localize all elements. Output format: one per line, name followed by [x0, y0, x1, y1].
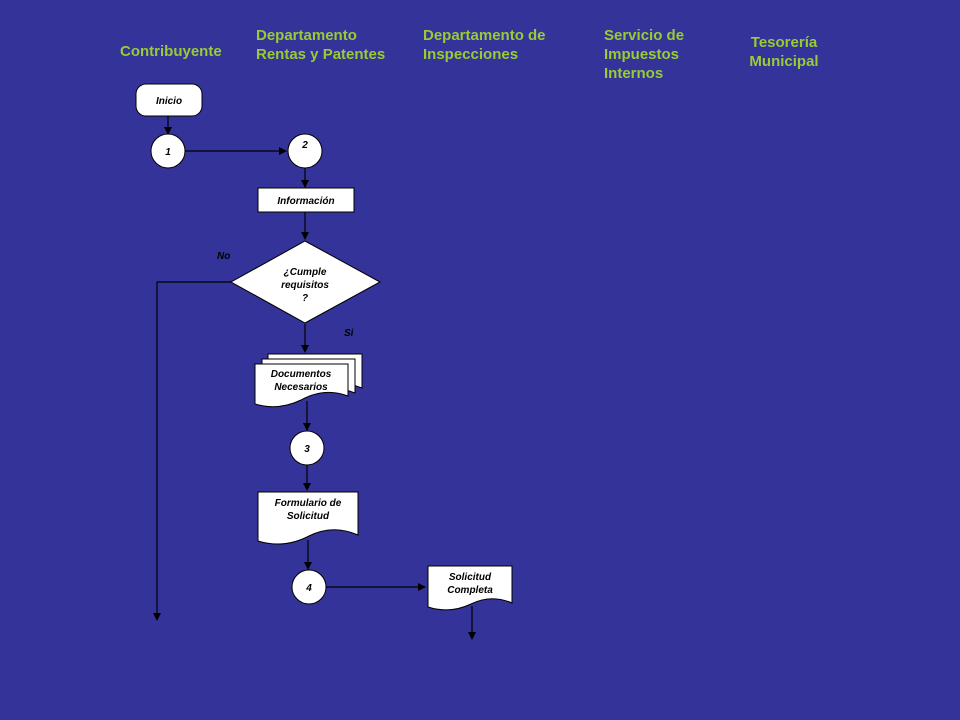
node-inicio-label: Inicio [156, 96, 182, 107]
formulario-label-line-1: Formulario de [275, 498, 342, 509]
connector-4: 4 [291, 569, 327, 605]
connector-3-label: 3 [304, 444, 310, 455]
node-informacion-label: Información [277, 196, 334, 207]
lane-title-inspecciones: Departamento de Inspecciones [423, 27, 546, 63]
decision-label-line-2: requisitos [281, 280, 329, 291]
connector-2: 2 [287, 133, 323, 169]
connector-2-label: 2 [301, 140, 308, 151]
edges [153, 116, 476, 640]
node-solicitud-completa: Solicitud Completa [427, 565, 513, 611]
documentos-label-line-2: Necesarios [274, 382, 328, 393]
connector-4-label: 4 [305, 583, 312, 594]
node-formulario-solicitud: Formulario de Solicitud [257, 491, 359, 545]
lane-title-tesoreria: Tesorería Municipal [749, 34, 819, 70]
formulario-label-line-2: Solicitud [287, 511, 330, 522]
solicitud-label-line-2: Completa [447, 585, 493, 596]
edge-label-no: No [217, 251, 230, 262]
connector-3: 3 [289, 430, 325, 466]
node-inicio: Inicio [135, 83, 203, 117]
lane-title-rentas-patentes: Departamento Rentas y Patentes [256, 27, 386, 63]
edge-label-si: Si [344, 328, 354, 339]
node-informacion: Información [257, 187, 355, 213]
connector-1: 1 [150, 133, 186, 169]
decision-cumple-requisitos: ¿Cumple requisitos ? [229, 240, 382, 324]
decision-label-line-3: ? [302, 293, 308, 304]
lane-title-contribuyente: Contribuyente [120, 43, 222, 60]
node-documentos-necesarios: Documentos Necesarios [254, 353, 363, 408]
solicitud-label-line-1: Solicitud [449, 572, 492, 583]
edge-decision-no [153, 281, 231, 621]
documentos-label-line-1: Documentos [271, 369, 332, 380]
decision-label-line-1: ¿Cumple [284, 267, 327, 278]
connector-1-label: 1 [165, 147, 171, 158]
lane-title-impuestos-internos: Servicio de Impuestos Internos [604, 27, 685, 82]
